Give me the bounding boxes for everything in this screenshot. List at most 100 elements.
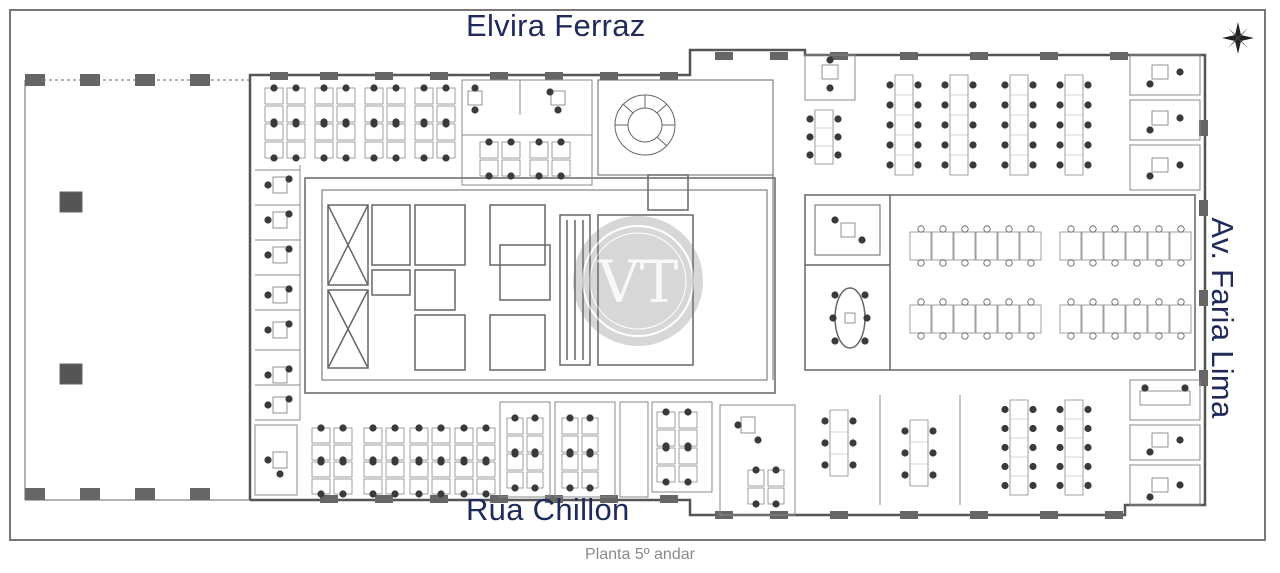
- terrace-area: [24, 79, 250, 501]
- desk-cluster: [311, 424, 353, 498]
- column: [1040, 52, 1058, 60]
- desk-cluster: [747, 466, 785, 508]
- desk-column: [941, 74, 977, 176]
- column: [660, 72, 678, 80]
- meeting-rooms: [804, 194, 1196, 371]
- meeting-table: [264, 395, 293, 414]
- terrace-post: [80, 488, 100, 500]
- desk-cluster: [454, 424, 496, 498]
- column: [1199, 200, 1208, 216]
- desk-cluster: [364, 84, 406, 162]
- column: [660, 495, 678, 503]
- meeting-table: [1139, 384, 1191, 406]
- desk-cluster: [561, 414, 599, 492]
- column: [320, 72, 338, 80]
- column: [545, 495, 563, 503]
- desk-cluster: [314, 84, 356, 162]
- meeting-table: [264, 210, 293, 229]
- meeting-table: [1146, 432, 1184, 456]
- meeting-table: [264, 175, 293, 194]
- plan-frame: [9, 9, 1266, 541]
- column: [490, 495, 508, 503]
- desk-column: [1056, 399, 1092, 496]
- column: [430, 72, 448, 80]
- column: [600, 495, 618, 503]
- compass-rose-icon: [1222, 22, 1254, 54]
- meeting-table: [821, 56, 839, 92]
- meeting-table: [831, 216, 866, 244]
- column: [1105, 511, 1123, 519]
- terrace-post: [135, 74, 155, 86]
- column: [1199, 290, 1208, 306]
- meeting-table: [467, 84, 483, 114]
- north-offices: [461, 79, 593, 186]
- terrace-posts: [25, 74, 210, 500]
- street-label-north: Elvira Ferraz: [466, 8, 646, 43]
- meeting-table: [1146, 157, 1184, 180]
- desk-column: [1001, 74, 1037, 176]
- meeting-table: [264, 320, 293, 339]
- column: [830, 511, 848, 519]
- desk-cluster: [529, 138, 571, 180]
- interior-partitions: [254, 54, 1201, 516]
- meeting-table: [264, 245, 293, 264]
- plan-caption: Planta 5º andar: [585, 546, 695, 563]
- spiral-stair-area: [597, 79, 774, 380]
- column: [970, 511, 988, 519]
- meeting-table: [1146, 477, 1184, 501]
- desk-column: [821, 409, 857, 477]
- terrace-post: [190, 488, 210, 500]
- bench-row: [909, 298, 1042, 340]
- terrace-post: [80, 74, 100, 86]
- column: [375, 72, 393, 80]
- column: [270, 72, 288, 80]
- desk-cluster: [506, 414, 544, 492]
- column: [715, 52, 733, 60]
- terrace-post: [190, 74, 210, 86]
- column: [1199, 370, 1208, 386]
- column: [1199, 120, 1208, 136]
- column: [600, 72, 618, 80]
- street-label-east: Av. Faria Lima: [1205, 217, 1240, 419]
- desk-cluster: [363, 424, 405, 498]
- meeting-table: [829, 291, 871, 345]
- column: [900, 52, 918, 60]
- bench-row: [1059, 225, 1192, 267]
- watermark-letters: VT: [597, 248, 679, 316]
- desk-column: [1001, 399, 1037, 496]
- column: [490, 72, 508, 80]
- desk-cluster: [414, 84, 456, 162]
- column: [375, 495, 393, 503]
- bench-row: [909, 225, 1042, 267]
- column: [545, 72, 563, 80]
- desk-column: [901, 419, 937, 487]
- meeting-table: [1146, 64, 1184, 88]
- desk-cluster: [479, 138, 521, 180]
- meeting-table: [546, 88, 566, 114]
- watermark-logo: VT: [573, 216, 703, 346]
- terrace-post: [135, 488, 155, 500]
- meeting-table: [264, 451, 288, 478]
- street-label-south: Rua Chillon: [466, 492, 630, 527]
- column: [1110, 52, 1128, 60]
- desk-cluster: [656, 408, 698, 486]
- building-walls: [248, 48, 1207, 517]
- meeting-table: [734, 416, 762, 444]
- desk-column: [1056, 74, 1092, 176]
- column: [770, 52, 788, 60]
- building-core: [304, 174, 776, 394]
- column: [830, 52, 848, 60]
- terrace-post: [25, 74, 45, 86]
- column: [970, 52, 988, 60]
- bench-row: [1059, 298, 1192, 340]
- meeting-table: [1146, 110, 1184, 134]
- terrace-post: [25, 488, 45, 500]
- desk-cluster: [409, 424, 451, 498]
- desk-column: [886, 74, 922, 176]
- column: [1040, 511, 1058, 519]
- desk-column: [806, 109, 842, 165]
- meeting-table: [264, 285, 293, 304]
- column: [320, 495, 338, 503]
- column: [430, 495, 448, 503]
